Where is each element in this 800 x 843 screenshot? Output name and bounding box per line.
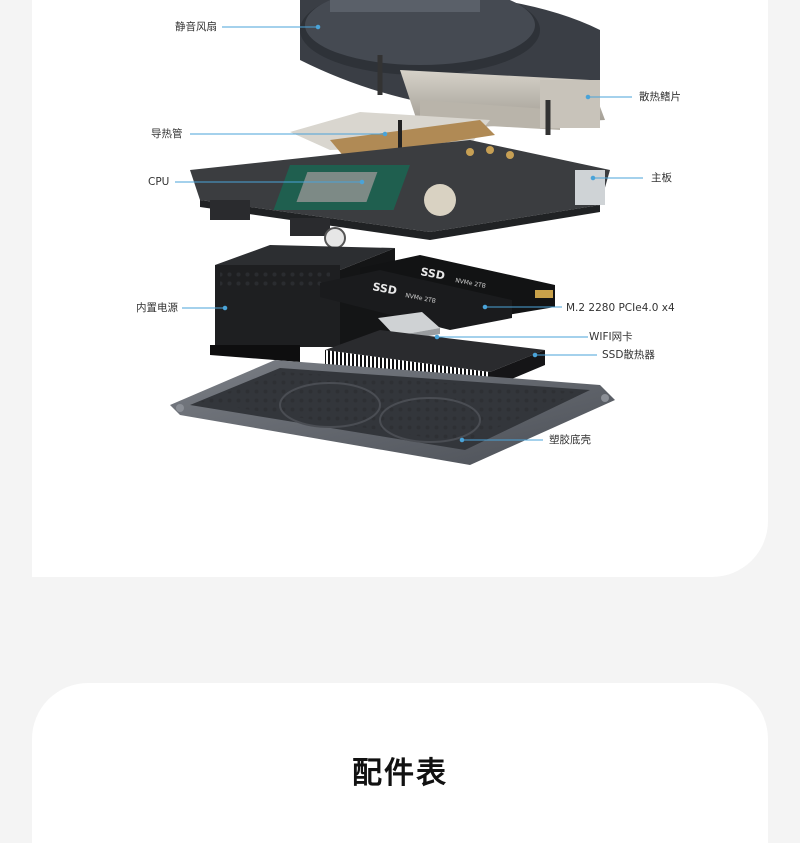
label-wifi-card: WIFI网卡 xyxy=(589,331,633,343)
label-ssd-heatsink: SSD散热器 xyxy=(602,349,655,361)
ssd-label: SSD xyxy=(419,265,446,282)
label-power-supply: 内置电源 xyxy=(136,302,178,314)
leader-lines xyxy=(175,24,643,443)
label-plastic-shell: 塑胶底壳 xyxy=(549,434,591,446)
ssd-module-icon: SSD NVMe 2TB SSD NVMe 2TB xyxy=(320,255,555,330)
power-supply-icon xyxy=(210,245,395,362)
plastic-shell-icon xyxy=(170,360,615,465)
exploded-view-diagram: SSD NVMe 2TB SSD NVMe 2TB xyxy=(170,0,643,465)
label-cpu: CPU xyxy=(148,176,170,188)
section-title: 配件表 xyxy=(352,756,448,791)
mainboard-icon xyxy=(190,140,610,249)
ssd-label-2: SSD xyxy=(371,280,398,297)
fan-icon xyxy=(300,0,600,110)
label-fins: 散热鳍片 xyxy=(639,91,681,103)
label-fan: 静音风扇 xyxy=(175,21,217,33)
label-mainboard: 主板 xyxy=(651,172,672,184)
label-heat-pipe: 导热管 xyxy=(151,128,183,140)
label-m2-slot: M.2 2280 PCIe4.0 x4 xyxy=(566,302,675,314)
